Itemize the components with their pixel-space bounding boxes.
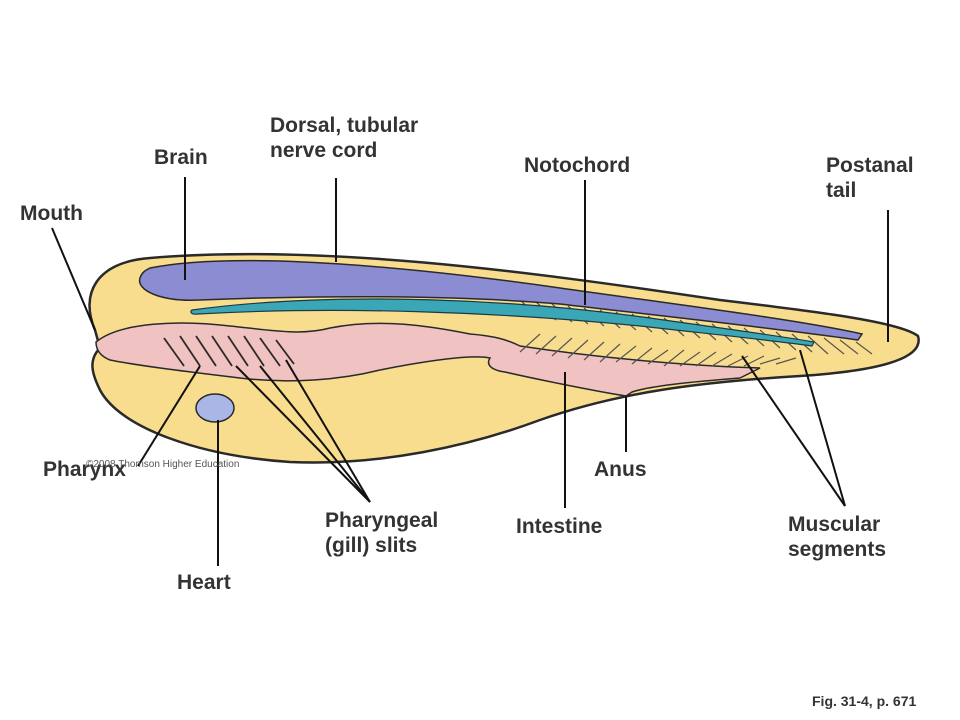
label-heart: Heart <box>177 571 231 594</box>
leader-slits-3 <box>285 359 371 503</box>
label-pharynx: Pharynx <box>43 458 126 481</box>
label-postanal-tail: Postanal tail <box>826 154 914 202</box>
label-intestine: Intestine <box>516 515 603 538</box>
label-muscular-segments: Muscular segments <box>788 513 887 561</box>
gill-slit <box>243 335 265 367</box>
nerve-cord <box>138 259 864 341</box>
leader-muscle-1 <box>741 355 846 507</box>
notochord <box>190 298 815 347</box>
leader-pharynx <box>137 365 201 467</box>
gill-slit <box>163 337 185 367</box>
leader-slits-2 <box>259 365 371 503</box>
heart-organ <box>195 393 235 423</box>
leader-slits-1 <box>235 365 371 503</box>
leader-mouth <box>51 227 96 331</box>
gill-slit <box>179 335 201 367</box>
gill-slits <box>163 335 295 367</box>
gill-slit <box>227 335 249 367</box>
figure-caption: Fig. 31-4, p. 671 <box>812 693 917 709</box>
gill-slit <box>275 339 295 365</box>
copyright-notice: ©2008 Thomson Higher Education <box>86 459 240 470</box>
leader-lines <box>51 177 889 566</box>
label-mouth: Mouth <box>20 202 83 225</box>
label-anus: Anus <box>594 458 647 481</box>
gill-slit <box>195 335 217 367</box>
label-pharyngeal-slits: Pharyngeal (gill) slits <box>325 509 439 557</box>
label-notochord: Notochord <box>524 154 631 177</box>
label-nerve-cord: Dorsal, tubular nerve cord <box>270 114 419 162</box>
gill-slit <box>259 337 281 367</box>
label-brain: Brain <box>154 146 208 169</box>
gill-slit <box>211 335 233 367</box>
leader-muscle-2 <box>799 349 846 507</box>
